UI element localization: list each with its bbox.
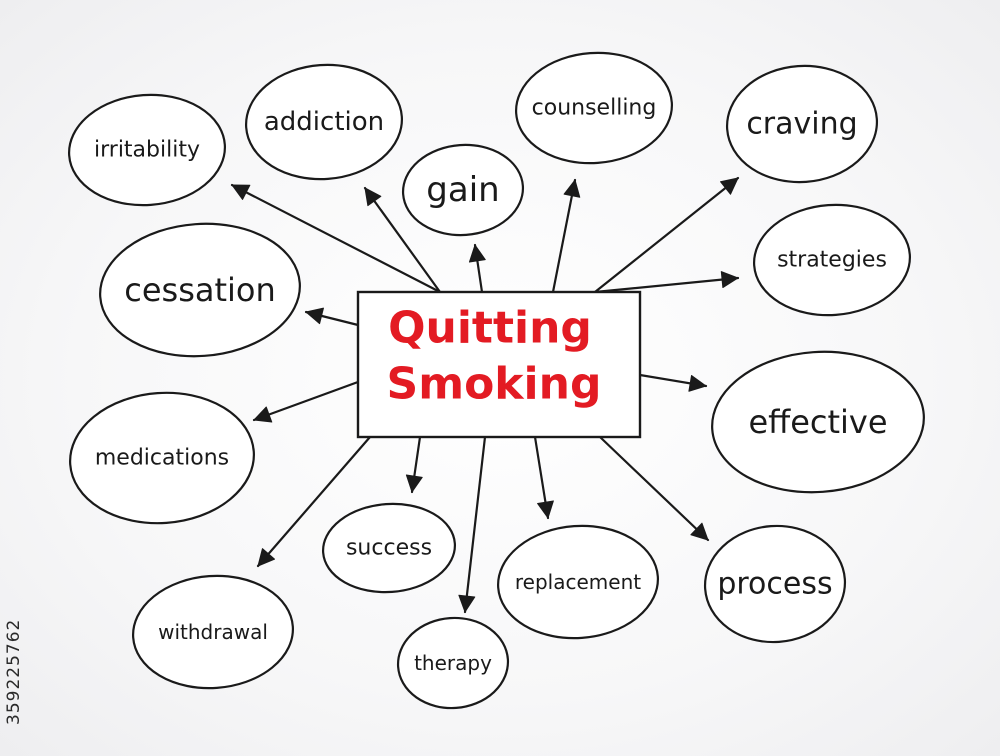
arrowhead-strategies bbox=[720, 271, 739, 289]
topic-bubble-addiction bbox=[244, 63, 404, 181]
arrow-process bbox=[598, 435, 710, 542]
topic-label-addiction: addiction bbox=[264, 107, 384, 137]
stock-id: 359225762 bbox=[4, 618, 24, 725]
topic-bubble-counselling bbox=[514, 51, 674, 165]
arrowhead-addiction bbox=[364, 187, 382, 207]
topic-label-effective: effective bbox=[748, 403, 887, 441]
topic-bubble-irritability bbox=[67, 93, 227, 207]
topic-label-gain: gain bbox=[426, 170, 499, 210]
topic-bubbles: irritability addiction gain counselling crav… bbox=[67, 51, 925, 710]
central-topic-box bbox=[356, 290, 642, 439]
topic-bubble-replacement bbox=[496, 524, 660, 640]
arrowhead-success bbox=[405, 474, 423, 493]
arrowhead-craving bbox=[720, 177, 739, 195]
central-topic-line1: Quitting bbox=[388, 303, 592, 354]
arrow-medications bbox=[252, 380, 360, 422]
central-topic: Quitting Smoking bbox=[356, 290, 642, 439]
topic-irritability: irritability bbox=[67, 93, 227, 207]
topic-bubble-effective bbox=[711, 350, 925, 494]
topic-bubble-gain bbox=[401, 143, 525, 237]
topic-bubble-process bbox=[703, 524, 847, 644]
topic-label-irritability: irritability bbox=[94, 138, 200, 163]
arrowhead-withdrawal bbox=[257, 548, 276, 567]
topic-craving: craving bbox=[725, 64, 879, 184]
topic-label-replacement: replacement bbox=[515, 570, 641, 594]
topic-label-cessation: cessation bbox=[124, 271, 276, 309]
topic-bubble-medications bbox=[69, 391, 255, 525]
arrowhead-irritability bbox=[231, 184, 251, 200]
topic-bubble-cessation bbox=[99, 222, 301, 358]
topic-bubble-therapy bbox=[396, 616, 510, 710]
topic-label-counselling: counselling bbox=[532, 96, 657, 121]
arrow-therapy bbox=[463, 435, 487, 614]
topic-bubble-strategies bbox=[752, 203, 912, 317]
arrowhead-therapy bbox=[458, 594, 476, 613]
topic-label-therapy: therapy bbox=[414, 651, 492, 675]
topic-bubble-success bbox=[321, 502, 457, 594]
topic-addiction: addiction bbox=[244, 63, 404, 181]
topic-label-process: process bbox=[717, 567, 832, 602]
arrow-withdrawal bbox=[256, 435, 372, 568]
topic-effective: effective bbox=[711, 350, 925, 494]
topic-process: process bbox=[703, 524, 847, 644]
topic-strategies: strategies bbox=[752, 203, 912, 317]
topic-label-success: success bbox=[346, 536, 432, 561]
arrow-irritability bbox=[230, 183, 442, 294]
arrowhead-medications bbox=[253, 406, 273, 423]
topic-bubble-craving bbox=[725, 64, 879, 184]
arrow-strategies bbox=[593, 276, 740, 294]
arrow-counselling bbox=[551, 178, 577, 294]
topic-replacement: replacement bbox=[496, 524, 660, 640]
central-topic-line2: Smoking bbox=[387, 359, 602, 410]
topic-label-withdrawal: withdrawal bbox=[158, 620, 268, 644]
topic-bubble-withdrawal bbox=[131, 574, 295, 690]
arrowhead-process bbox=[690, 522, 709, 541]
topic-label-craving: craving bbox=[746, 107, 857, 142]
arrowhead-effective bbox=[688, 374, 707, 392]
topic-withdrawal: withdrawal bbox=[131, 574, 295, 690]
arrowhead-cessation bbox=[305, 307, 324, 325]
topic-label-medications: medications bbox=[95, 446, 229, 471]
arrowhead-counselling bbox=[563, 179, 581, 198]
topic-counselling: counselling bbox=[514, 51, 674, 165]
arrowhead-replacement bbox=[537, 500, 554, 519]
arrow-craving bbox=[593, 176, 740, 294]
arrowhead-gain bbox=[468, 244, 486, 263]
topic-therapy: therapy bbox=[396, 616, 510, 710]
topic-label-strategies: strategies bbox=[777, 248, 887, 273]
topic-gain: gain bbox=[401, 143, 525, 237]
topic-success: success bbox=[321, 502, 457, 594]
connector-arrows bbox=[230, 176, 740, 614]
topic-cessation: cessation bbox=[99, 222, 301, 358]
topic-medications: medications bbox=[69, 391, 255, 525]
arrow-addiction bbox=[363, 186, 442, 294]
